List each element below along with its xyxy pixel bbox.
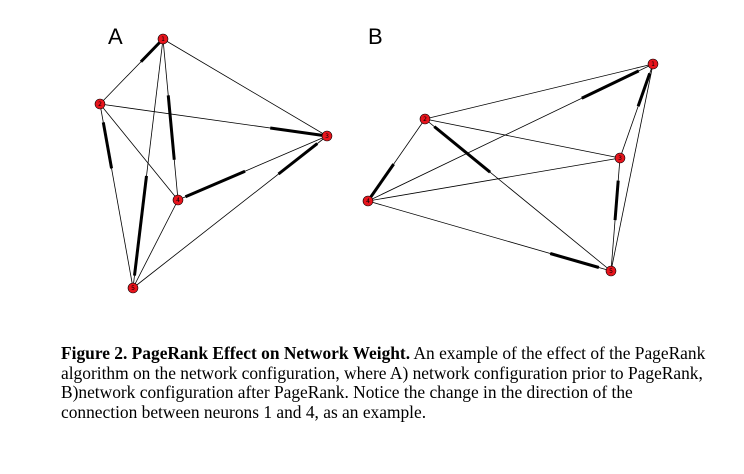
node-label-5: 5 (131, 285, 135, 292)
node-2 (94, 98, 106, 110)
node-label-2: 2 (423, 116, 427, 123)
edge-weight-2-3-0 (270, 126, 323, 137)
figure-caption: Figure 2. PageRank Effect on Network Wei… (61, 343, 711, 422)
edge-weight-1-4-0 (166, 95, 176, 160)
node-label-4: 4 (176, 197, 180, 204)
edge-3-4 (367, 157, 621, 202)
edge-4-5 (132, 199, 179, 289)
node-1 (157, 33, 169, 45)
node-label-2: 2 (98, 101, 102, 108)
node-label-3: 3 (325, 133, 329, 140)
edge-1-3 (162, 38, 328, 137)
edge-weight-2-5-0 (101, 122, 114, 169)
node-1 (647, 58, 659, 70)
edge-weight-1-3-0 (636, 72, 652, 107)
edge-weight-1-4-0 (581, 69, 640, 100)
node-label-1: 1 (651, 61, 655, 68)
edge-weight-4-5-0 (549, 252, 600, 269)
panel-a-label: A (108, 24, 123, 49)
node-3 (614, 152, 626, 164)
node-5 (605, 265, 617, 277)
edge-weight-2-5-0 (433, 125, 492, 174)
node-4 (362, 195, 374, 207)
caption-text: An example of the effect of the PageRank… (61, 343, 706, 422)
caption-title: Figure 2. PageRank Effect on Network Wei… (61, 343, 411, 363)
edge-2-4 (99, 103, 179, 201)
edge-weight-3-5-0 (277, 142, 319, 176)
panel-a-network: 1 2 3 4 5 (94, 33, 333, 294)
node-label-5: 5 (609, 268, 613, 275)
edge-2-3 (424, 118, 621, 159)
node-4 (172, 194, 184, 206)
panel-b-label: B (368, 24, 383, 49)
node-label-4: 4 (366, 198, 370, 205)
edge-weight-1-2-0 (139, 41, 161, 63)
panel-b-network: 1 2 3 4 5 (362, 58, 659, 277)
edge-weight-3-5-0 (613, 180, 620, 221)
node-label-3: 3 (618, 155, 622, 162)
edge-1-2 (424, 63, 654, 120)
edge-weight-1-5-0 (133, 175, 148, 276)
node-2 (419, 113, 431, 125)
edge-1-5 (610, 63, 654, 272)
edge-weight-3-4-0 (184, 169, 246, 199)
node-5 (127, 282, 139, 294)
edge-weight-2-4-1 (369, 163, 395, 198)
node-3 (321, 130, 333, 142)
node-label-1: 1 (161, 36, 165, 43)
